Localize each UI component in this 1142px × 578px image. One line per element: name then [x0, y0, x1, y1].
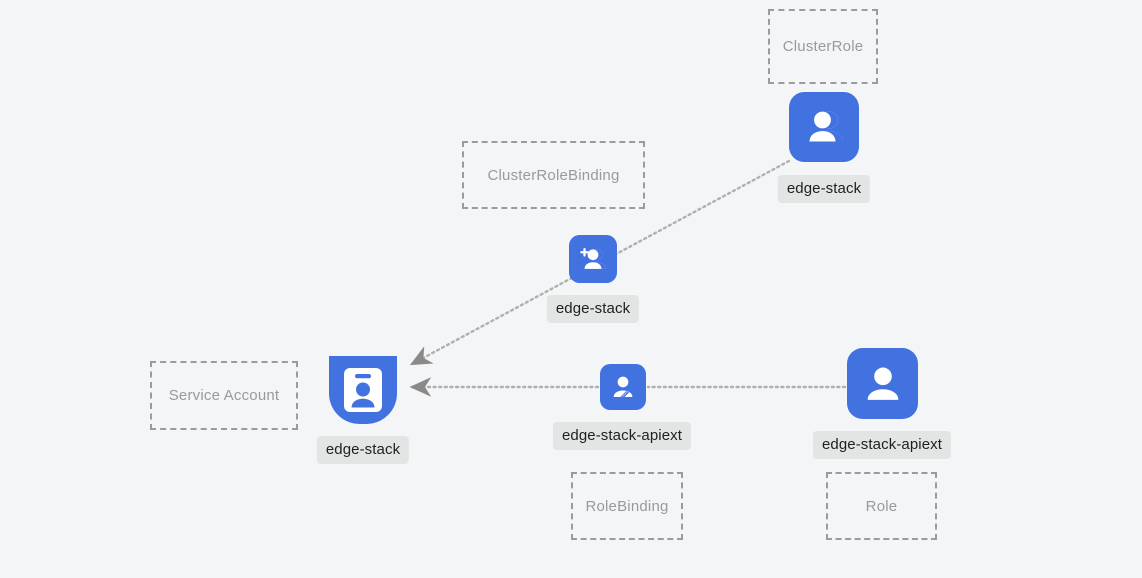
person-edit-icon[interactable]: [600, 364, 646, 410]
group-box-clusterrole[interactable]: ClusterRole: [768, 9, 878, 84]
node-label-role: edge-stack-apiext: [812, 431, 952, 459]
person-add-icon[interactable]: [569, 235, 617, 283]
group-label-role: Role: [865, 497, 898, 515]
group-box-clusterrolebinding[interactable]: ClusterRoleBinding: [462, 141, 645, 209]
node-label-rolebinding: edge-stack-apiext: [552, 422, 692, 450]
person-icon[interactable]: [847, 348, 918, 419]
node-role[interactable]: edge-stack-apiext: [812, 348, 952, 459]
node-label-serviceaccount: edge-stack: [316, 436, 410, 464]
node-clusterrolebinding[interactable]: edge-stack: [546, 235, 640, 323]
group-box-rolebinding[interactable]: RoleBinding: [571, 472, 683, 540]
node-serviceaccount[interactable]: edge-stack: [316, 356, 410, 464]
node-rolebinding[interactable]: edge-stack-apiext: [552, 364, 692, 450]
people-group-icon[interactable]: [789, 92, 859, 162]
id-badge-icon[interactable]: [329, 356, 397, 424]
group-label-clusterrole: ClusterRole: [782, 38, 864, 55]
group-box-role[interactable]: Role: [826, 472, 937, 540]
group-label-serviceaccount: Service Account: [168, 387, 280, 404]
group-box-serviceaccount[interactable]: Service Account: [150, 361, 298, 430]
node-clusterrole[interactable]: edge-stack: [777, 92, 871, 203]
group-label-rolebinding: RoleBinding: [585, 497, 669, 515]
group-label-clusterrolebinding: ClusterRoleBinding: [487, 166, 620, 184]
node-label-clusterrolebinding: edge-stack: [546, 295, 640, 323]
node-label-clusterrole: edge-stack: [777, 175, 871, 203]
